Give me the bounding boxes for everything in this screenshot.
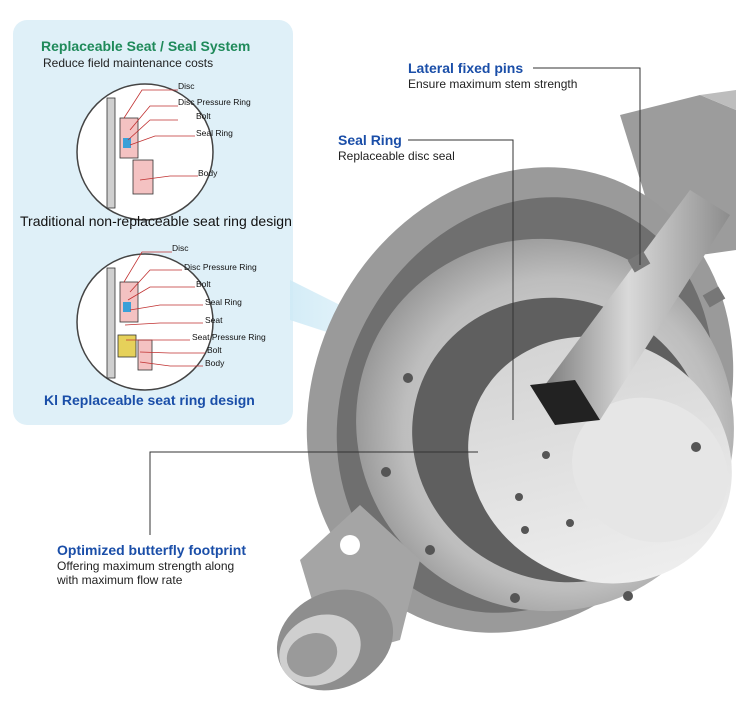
label-body: Body [205,358,225,368]
callout-lateral-pins-title: Lateral fixed pins [408,60,524,76]
label-disc-pressure-ring: Disc Pressure Ring [178,97,251,107]
callout-lateral-pins: Lateral fixed pins Ensure maximum stem s… [408,60,577,91]
label-body: Body [198,168,218,178]
caption-traditional: Traditional non-replaceable seat ring de… [20,213,292,229]
callout-footprint-title: Optimized butterfly footprint [57,542,246,558]
lateral-pin [702,286,726,308]
label-seat: Seat [205,315,223,325]
leader-footprint [149,451,478,535]
callout-seal-ring-title: Seal Ring [338,132,402,148]
label-seal-ring: Seal Ring [196,128,233,138]
callout-seal-ring-text: Replaceable disc seal [338,148,455,163]
traditional-seat-diagram [76,83,214,221]
label-bolt: Bolt [196,279,211,289]
callout-footprint-text-2: with maximum flow rate [57,573,183,588]
seal-ring-block [530,380,600,425]
seat-bolts [381,373,701,603]
label-disc: Disc [172,243,189,253]
panel-title: Replaceable Seat / Seal System [41,38,251,54]
callout-lateral-pins-text: Ensure maximum stem strength [408,76,578,91]
label-disc-pressure-ring: Disc Pressure Ring [184,262,257,272]
callout-seal-ring: Seal Ring Replaceable disc seal [338,132,455,163]
label-seat-pressure-ring: Seat Pressure Ring [192,332,266,342]
leader-seal-ring [408,139,514,420]
lateral-pin [627,251,651,273]
valve-stem [545,190,730,420]
label-bolt: Bolt [196,111,211,121]
label-disc: Disc [178,81,195,91]
replaceable-seat-diagram [76,251,214,391]
label-seal-ring: Seal Ring [205,297,242,307]
leader-lateral-pins [533,67,641,265]
panel-subtitle: Reduce field maintenance costs [43,56,214,70]
label-bolt-2: Bolt [207,345,222,355]
caption-replaceable: Kl Replaceable seat ring design [44,392,255,408]
callout-footprint-text-1: Offering maximum strength along [57,558,235,573]
callout-footprint: Optimized butterfly footprint Offering m… [57,542,246,588]
